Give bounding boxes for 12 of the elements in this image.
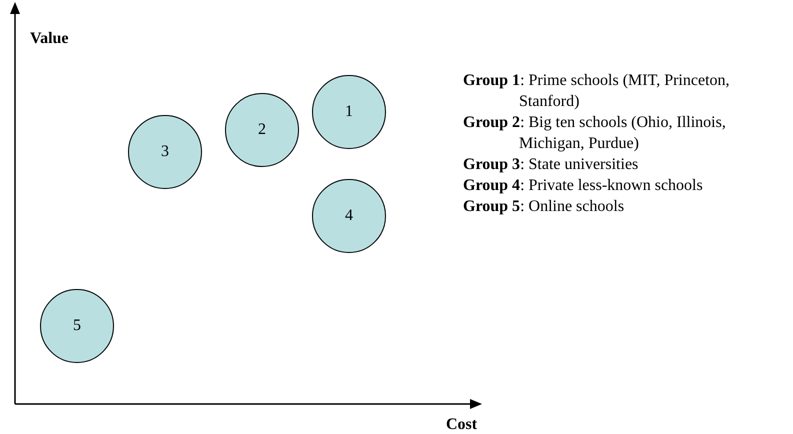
group-description: Group 3: State universities (463, 155, 640, 175)
group-description: Group 2: Big ten schools (Ohio, Illinois, Michigan, Purdue) (463, 113, 727, 154)
group-description: Group 5: Online schools (463, 197, 626, 217)
axis-title: Value (30, 30, 69, 48)
group-number: 3 (161, 143, 169, 161)
group-number: 5 (73, 317, 81, 335)
axis-title: Cost (446, 416, 478, 434)
group-description: Group 1: Prime schools (MIT, Princeton, Stanford) (463, 71, 731, 112)
group-number: 1 (345, 103, 353, 121)
group-description: Group 4: Private less-known schools (463, 176, 704, 196)
group-number: 2 (258, 121, 266, 139)
group-number: 4 (345, 207, 353, 225)
